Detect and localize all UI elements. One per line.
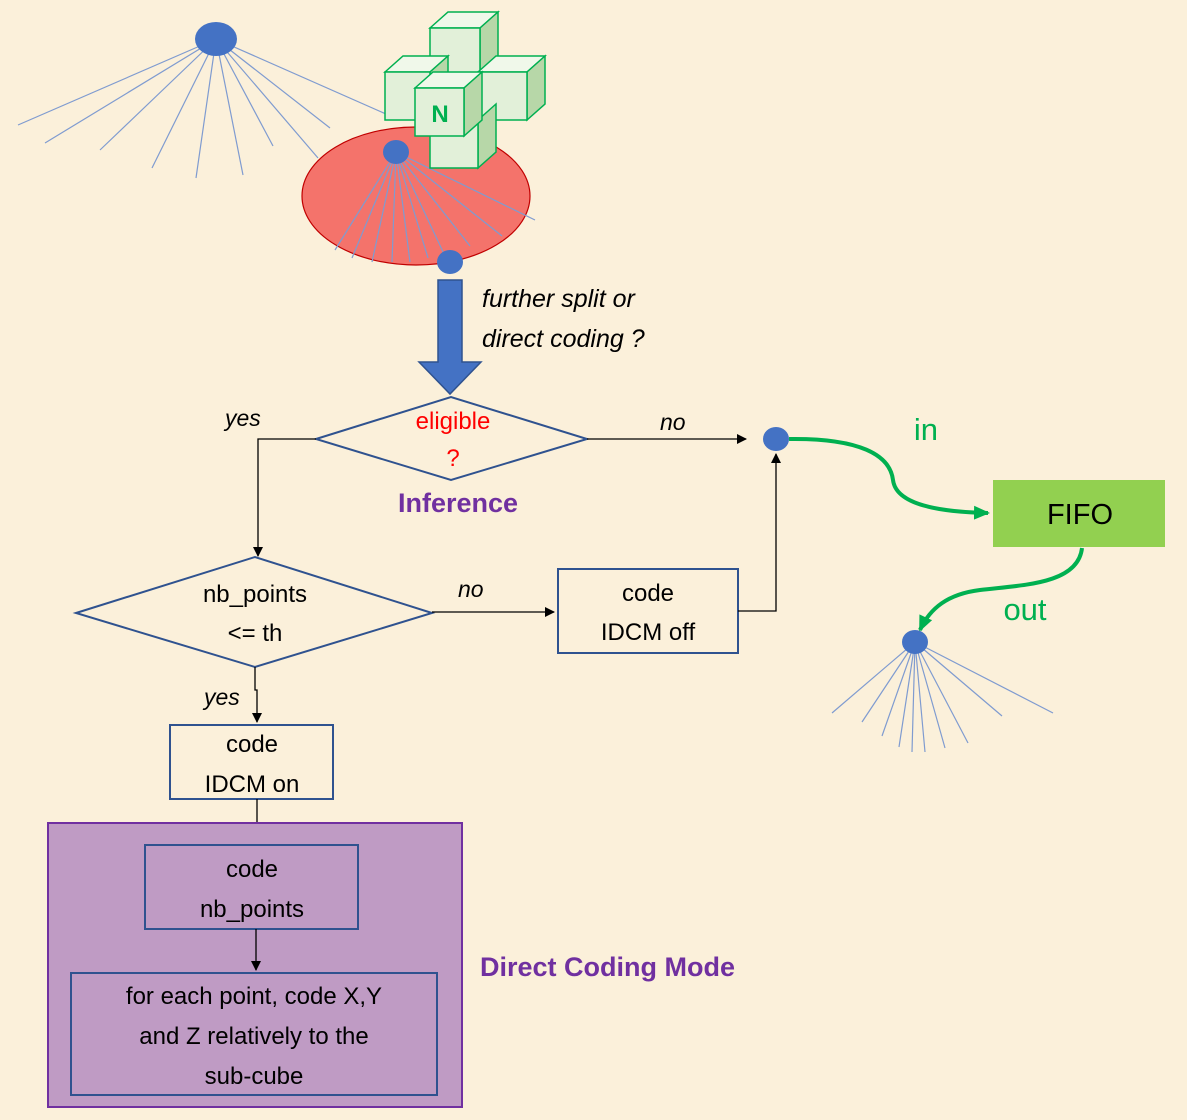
for-each-point-box (70, 972, 438, 1096)
fifo-box (993, 480, 1165, 547)
code-nb-points-line-2: nb_points (200, 896, 304, 923)
nb-points-line-2: <= th (228, 620, 283, 647)
root-node (195, 22, 237, 56)
nb-points-yes-label: yes (202, 684, 240, 710)
merge-node (763, 427, 789, 451)
direct-coding-mode-label: Direct Coding Mode (480, 952, 735, 982)
eligible-line-2: ? (446, 445, 459, 472)
question-line-2: direct coding ? (482, 325, 645, 353)
idcm-on-line-1: code (226, 731, 278, 758)
nb-points-line-1: nb_points (203, 581, 307, 608)
for-each-line-1: for each point, code X,Y (126, 983, 382, 1010)
code-nb-points-box (144, 844, 359, 930)
big-down-arrow (417, 279, 483, 396)
subtree-root-node (383, 140, 409, 164)
nb-points-decision-diamond (72, 555, 436, 669)
eligible-line-1: eligible (416, 408, 491, 435)
output-node (902, 630, 928, 654)
inference-label: Inference (398, 488, 518, 518)
eligible-yes-label: yes (223, 405, 261, 431)
idcm-off-to-merge-connector (738, 453, 781, 612)
eligible-yes-connector (253, 438, 316, 557)
top-tree-fan (17, 38, 396, 179)
fifo-in-arrow (788, 436, 990, 520)
nb-points-no-label: no (458, 576, 484, 602)
cube-label-n: N (431, 101, 448, 128)
fifo-label: FIFO (1047, 499, 1113, 531)
code-idcm-on-box (169, 724, 334, 800)
idcm-on-line-2: IDCM on (205, 771, 300, 798)
neighbour-cubes-icon (383, 10, 547, 170)
fifo-out-arrow (918, 547, 1084, 632)
current-node (437, 250, 463, 274)
code-nb-points-line-1: code (226, 856, 278, 883)
eligible-no-label: no (660, 409, 686, 435)
nb-points-yes-connector (252, 667, 262, 723)
fifo-in-label: in (914, 412, 938, 447)
idcm-off-line-1: code (622, 580, 674, 607)
for-each-line-3: sub-cube (205, 1063, 304, 1090)
output-tree-fan (831, 641, 1054, 753)
sub-tree-fan (334, 151, 536, 263)
code-idcm-off-box (557, 568, 739, 654)
question-line-1: further split or (482, 285, 637, 313)
fifo-out-label: out (1003, 592, 1046, 627)
idcm-off-line-2: IDCM off (601, 619, 696, 646)
for-each-line-2: and Z relatively to the (139, 1023, 368, 1050)
